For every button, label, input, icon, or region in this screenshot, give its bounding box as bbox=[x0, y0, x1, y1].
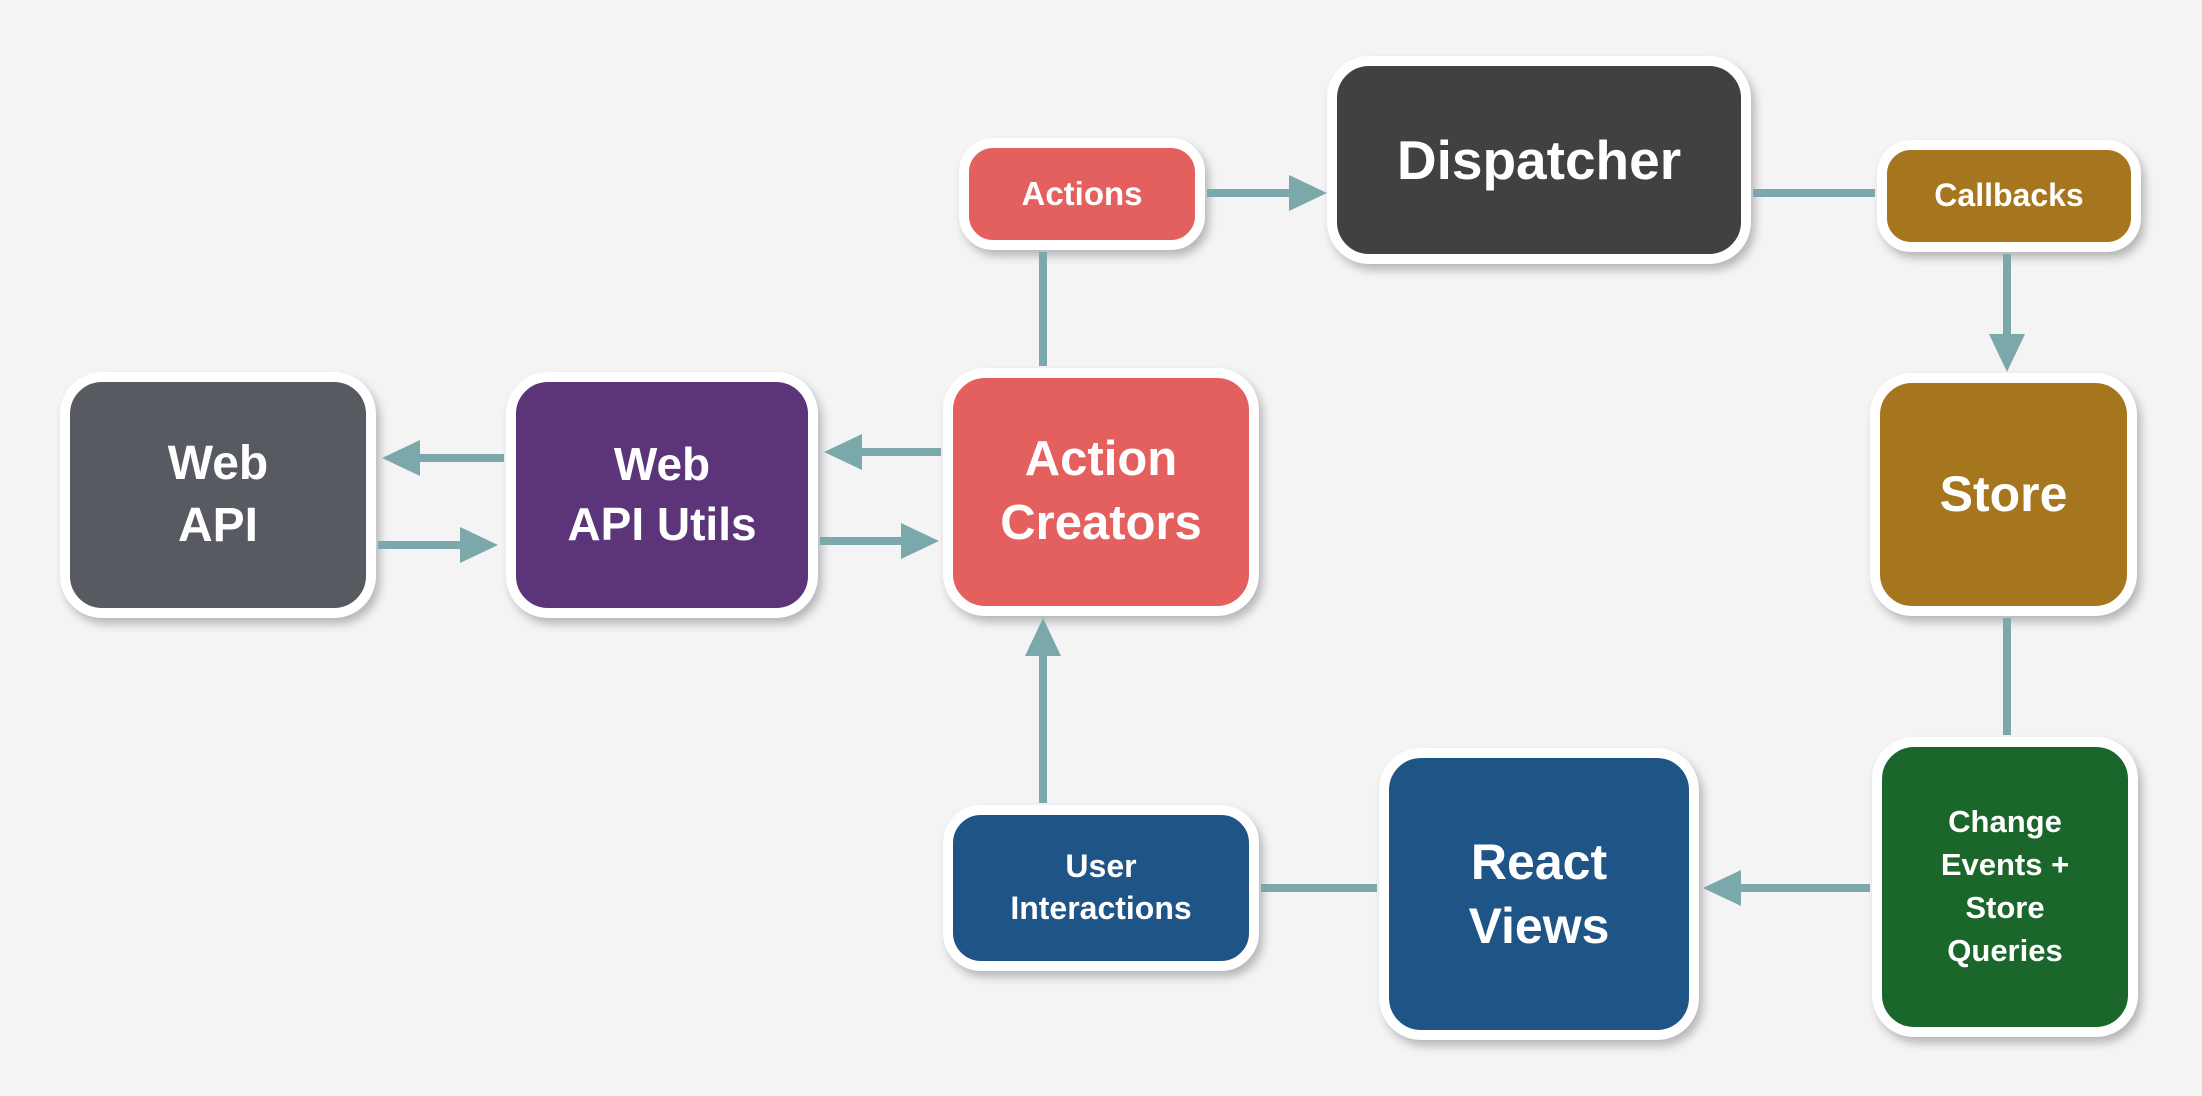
connector-line bbox=[2003, 254, 2011, 334]
arrowhead-left-icon bbox=[824, 434, 862, 470]
node-label: Views bbox=[1468, 898, 1610, 954]
node-label: Web bbox=[167, 436, 269, 490]
node-callbacks: Callbacks bbox=[1877, 140, 2141, 252]
node-label: Store bbox=[1939, 466, 2068, 523]
connector-line bbox=[2003, 618, 2011, 735]
node-label: API Utils bbox=[567, 498, 757, 550]
arrowhead-right-icon bbox=[901, 523, 939, 559]
node-actions: Actions bbox=[959, 138, 1205, 250]
node-label: Store bbox=[1965, 890, 2045, 925]
connector-line bbox=[378, 541, 460, 549]
connector-line bbox=[1039, 656, 1047, 803]
node-label: Queries bbox=[1947, 932, 2063, 968]
connector-line bbox=[862, 448, 941, 456]
connector-line bbox=[1741, 884, 1870, 892]
node-store: Store bbox=[1870, 373, 2137, 616]
connector-line bbox=[1261, 884, 1377, 892]
connector-line bbox=[820, 537, 901, 545]
node-label: Dispatcher bbox=[1396, 128, 1682, 191]
arrowhead-left-icon bbox=[1703, 870, 1741, 906]
node-label: Change bbox=[1948, 804, 2062, 840]
node-change-events-store-queries: Change Events + Store Queries bbox=[1872, 737, 2138, 1037]
arrowhead-left-icon bbox=[382, 440, 420, 476]
connector-line bbox=[1207, 189, 1289, 197]
node-dispatcher: Dispatcher bbox=[1327, 56, 1751, 264]
node-react-views: React Views bbox=[1379, 748, 1699, 1040]
arrowhead-up-icon bbox=[1025, 618, 1061, 656]
arrowhead-down-icon bbox=[1989, 334, 2025, 372]
node-user-interactions: User Interactions bbox=[943, 805, 1259, 971]
node-label: Action bbox=[1024, 432, 1178, 487]
node-label: Events + bbox=[1940, 847, 2070, 883]
node-label: Creators bbox=[1000, 496, 1202, 550]
node-label: User bbox=[1065, 848, 1137, 885]
connector-line bbox=[1039, 252, 1047, 366]
node-web-api: Web API bbox=[60, 372, 376, 618]
connector-line bbox=[420, 454, 504, 462]
arrowhead-right-icon bbox=[1289, 175, 1327, 211]
arrowhead-right-icon bbox=[460, 527, 498, 563]
node-label: Callbacks bbox=[1934, 177, 2084, 214]
node-label: API bbox=[177, 499, 258, 552]
node-label: Interactions bbox=[1010, 890, 1192, 926]
node-label: React bbox=[1470, 834, 1608, 890]
node-action-creators: Action Creators bbox=[943, 368, 1259, 616]
node-label: Web bbox=[613, 438, 711, 491]
node-web-api-utils: Web API Utils bbox=[506, 372, 818, 618]
node-label: Actions bbox=[1021, 174, 1143, 212]
connector-line bbox=[1753, 189, 1875, 197]
